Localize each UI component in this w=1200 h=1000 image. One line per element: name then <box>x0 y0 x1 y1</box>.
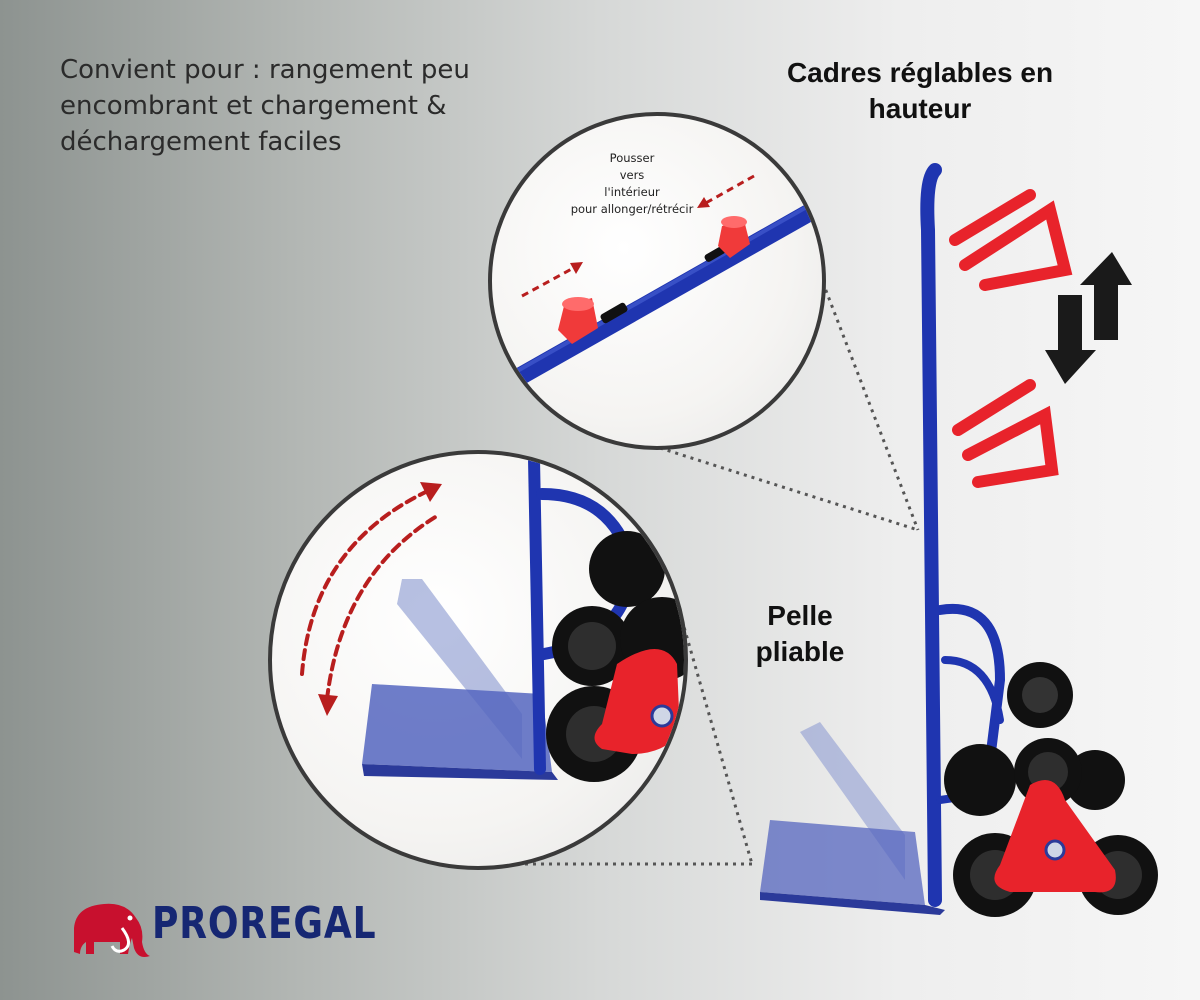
zoom-connector-lines <box>485 274 920 866</box>
folding-shovel-illustration <box>300 454 684 782</box>
trolley-handles <box>949 189 1073 488</box>
shovel-wheels <box>546 531 684 782</box>
push-instruction-line: l'intérieur <box>604 185 660 199</box>
push-instruction-line: vers <box>619 168 645 182</box>
stair-climbing-wheels <box>944 662 1158 917</box>
push-instruction: Pousser vers l'intérieur pour allonger/r… <box>562 150 702 218</box>
push-instruction-line: pour allonger/rétrécir <box>570 202 694 216</box>
push-arrow-right-icon <box>703 174 755 206</box>
release-button-left-icon <box>558 297 598 344</box>
push-instruction-line: Pousser <box>609 151 655 165</box>
height-adjust-arrows-icon <box>1045 252 1132 384</box>
brand-name: PROREGAL <box>152 898 377 949</box>
zoom-folding-shovel-detail <box>268 450 688 870</box>
fold-arrow-icon <box>300 487 439 701</box>
caption-height-adjustable: Cadres réglables en hauteur <box>786 57 1054 124</box>
release-button-right-icon <box>718 216 750 258</box>
trolley-shovel <box>760 722 945 915</box>
caption-folding-shovel: Pelle pliable <box>755 600 845 667</box>
zoom-height-adjust-detail: Pousser vers l'intérieur pour allonger/r… <box>488 112 826 450</box>
push-arrow-left-icon <box>521 264 578 298</box>
mammoth-icon <box>74 903 150 957</box>
telescopic-tube-illustration <box>503 174 821 390</box>
intro-text: Convient pour : rangement peu encombrant… <box>60 55 470 157</box>
